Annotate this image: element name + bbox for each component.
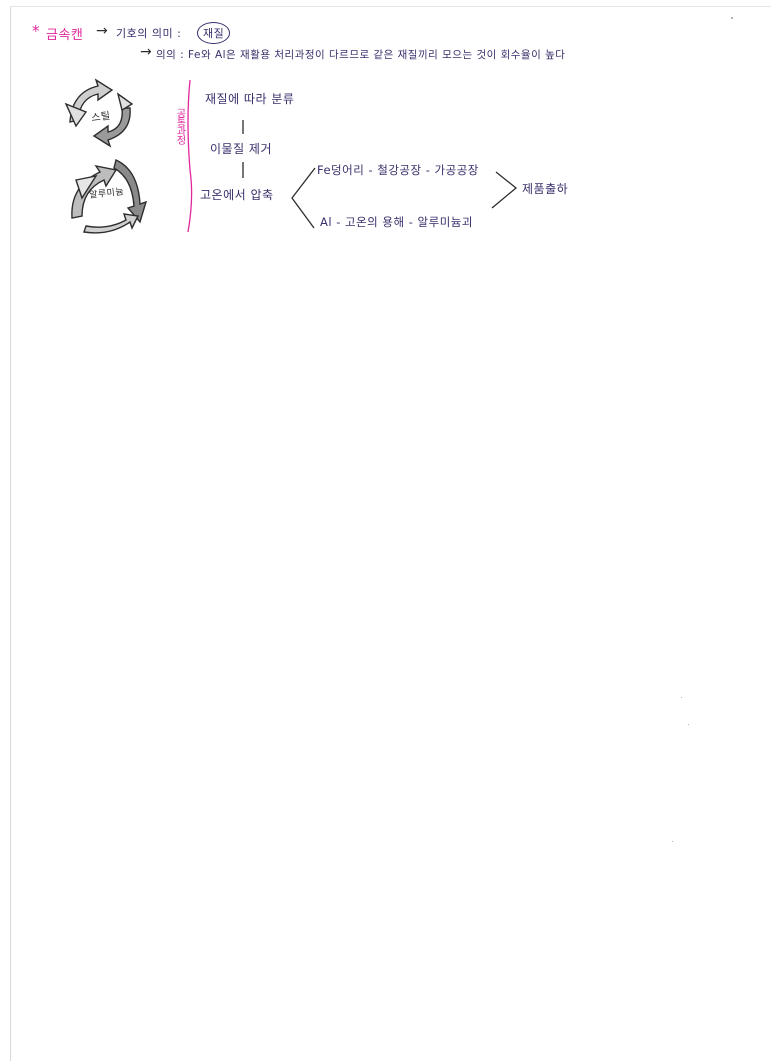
arrow-icon: → bbox=[96, 23, 108, 39]
arrow-icon-2: → bbox=[140, 44, 152, 60]
branch-fe: Fe덩어리 - 철강공장 - 가공공장 bbox=[317, 163, 479, 177]
step-compress: 고온에서 압축 bbox=[200, 188, 274, 202]
branch-bracket-right bbox=[491, 171, 518, 209]
recycle-icon bbox=[64, 78, 134, 148]
topic-title: 금속캔 bbox=[46, 28, 84, 43]
notebook-page bbox=[10, 6, 771, 1061]
step-sort: 재질에 따라 분류 bbox=[205, 92, 295, 106]
scan-speck bbox=[681, 697, 682, 698]
scan-speck bbox=[688, 724, 689, 725]
meaning-value: 재질 bbox=[197, 22, 231, 44]
recycle-icon bbox=[71, 159, 148, 234]
bracket-line bbox=[187, 79, 193, 233]
branch-bracket-left bbox=[291, 167, 316, 229]
scan-speck bbox=[731, 17, 733, 19]
process-side-label: 공통과정 bbox=[174, 108, 185, 144]
scan-speck bbox=[672, 841, 673, 842]
branch-al: Al - 고온의 용해 - 알루미늄괴 bbox=[320, 215, 473, 229]
cycle-label-steel: 스틸 bbox=[90, 110, 112, 125]
star-mark: * bbox=[32, 22, 40, 40]
meaning-label: 기호의 의미 : bbox=[116, 27, 182, 40]
step-clean: 이물질 제거 bbox=[210, 142, 273, 156]
result-label: 제품출하 bbox=[522, 182, 569, 196]
meaning-note: 의의 : Fe와 Al은 재활용 처리과정이 다르므로 같은 재질끼리 모으는 … bbox=[156, 49, 566, 61]
